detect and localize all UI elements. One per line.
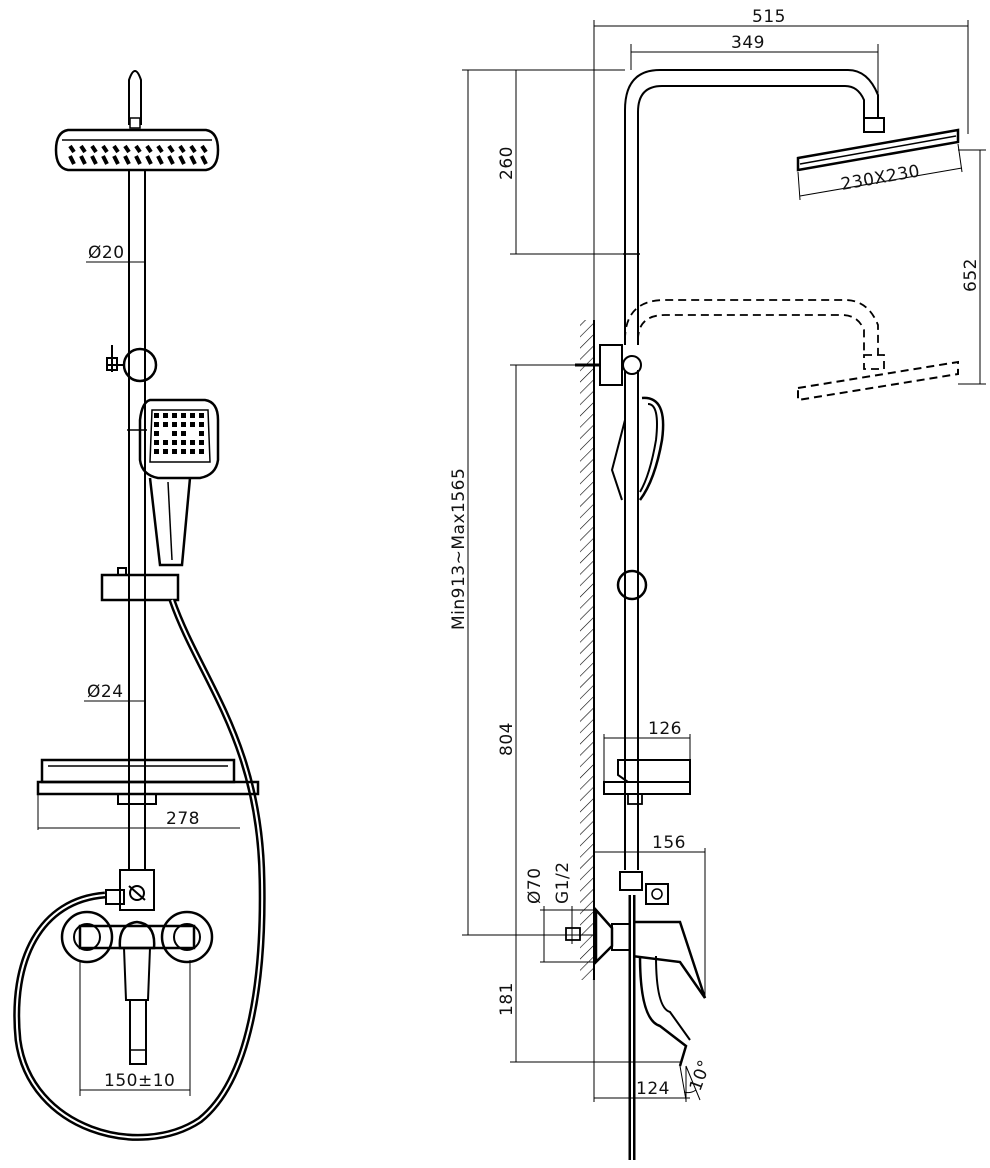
- dim-head-travel-label: 652: [961, 258, 981, 292]
- hand-shower-side: [610, 396, 665, 601]
- dim-mixer-to-bracket: 804: [497, 364, 575, 935]
- dim-arm-height-label: 260: [497, 146, 517, 180]
- dim-mixer-depth-label: 156: [652, 833, 686, 853]
- connector-nut: [129, 117, 141, 129]
- dim-mixer-plate-label: Ø70: [525, 867, 545, 904]
- hand-shower: [138, 398, 220, 567]
- dim-spout-height: 181: [497, 935, 680, 1063]
- dim-arm-reach-label: 349: [731, 33, 765, 53]
- dim-head-travel: 652: [958, 149, 986, 385]
- dim-mixer-centers-label: 150±10: [104, 1071, 175, 1091]
- riser-arm-raised: [623, 69, 960, 345]
- slider-holder: [100, 567, 180, 602]
- shelf-side: [603, 759, 691, 805]
- dim-mixer-to-bracket-label: 804: [497, 722, 517, 756]
- dim-shelf-width: 278: [37, 794, 240, 830]
- dim-arm-height: 260: [497, 69, 625, 255]
- dim-inlet-thread: G1/2: [553, 861, 573, 944]
- dim-rail-lower: Ø24: [84, 682, 145, 702]
- dim-arm-reach: 349: [630, 33, 879, 118]
- dim-height-range-label: Min913~Max1565: [449, 468, 469, 630]
- dim-inlet-thread-label: G1/2: [553, 861, 573, 904]
- bath-mixer-front: [60, 910, 214, 1065]
- dim-rail-upper: Ø20: [86, 243, 145, 263]
- front-view: Ø20 Ø24: [13, 70, 266, 1141]
- dim-overall-reach-label: 515: [752, 7, 786, 27]
- dim-height-range: Min913~Max1565: [449, 69, 594, 936]
- dim-rail-upper-label: Ø20: [88, 243, 125, 263]
- dim-head-size: 230X230: [797, 143, 963, 201]
- dim-mixer-plate: Ø70: [525, 867, 596, 963]
- dim-spout-height-label: 181: [497, 982, 517, 1016]
- riser-arm-lowered: [624, 299, 959, 402]
- dim-shelf-width-label: 278: [166, 809, 200, 829]
- lower-riser: [624, 370, 639, 870]
- dim-mixer-depth: 156: [594, 833, 706, 998]
- rain-shower-head-front: [54, 128, 220, 172]
- dim-shelf-depth-label: 126: [648, 719, 682, 739]
- top-pipe-stub: [128, 70, 142, 125]
- dim-spout-angle-label: 10°: [686, 1057, 716, 1094]
- diverter-front: [105, 869, 155, 911]
- dim-spout-reach-label: 124: [636, 1079, 670, 1099]
- shower-hose: [13, 598, 266, 1141]
- dim-spout-reach: 124: [593, 980, 690, 1102]
- dim-rail-lower-label: Ø24: [87, 682, 124, 702]
- wall-bracket-side: [575, 344, 642, 386]
- dim-head-size-label: 230X230: [839, 161, 921, 195]
- dim-spout-angle: 10°: [679, 1057, 716, 1101]
- vertical-rail: [127, 170, 147, 870]
- shelf-front: [36, 758, 260, 805]
- dim-mixer-centers: 150±10: [79, 960, 191, 1096]
- wall: [580, 320, 595, 980]
- dim-shelf-depth: 126: [603, 719, 691, 782]
- side-view: 515 349 260 230X230 652: [449, 7, 986, 1160]
- wall-bracket: [106, 345, 158, 383]
